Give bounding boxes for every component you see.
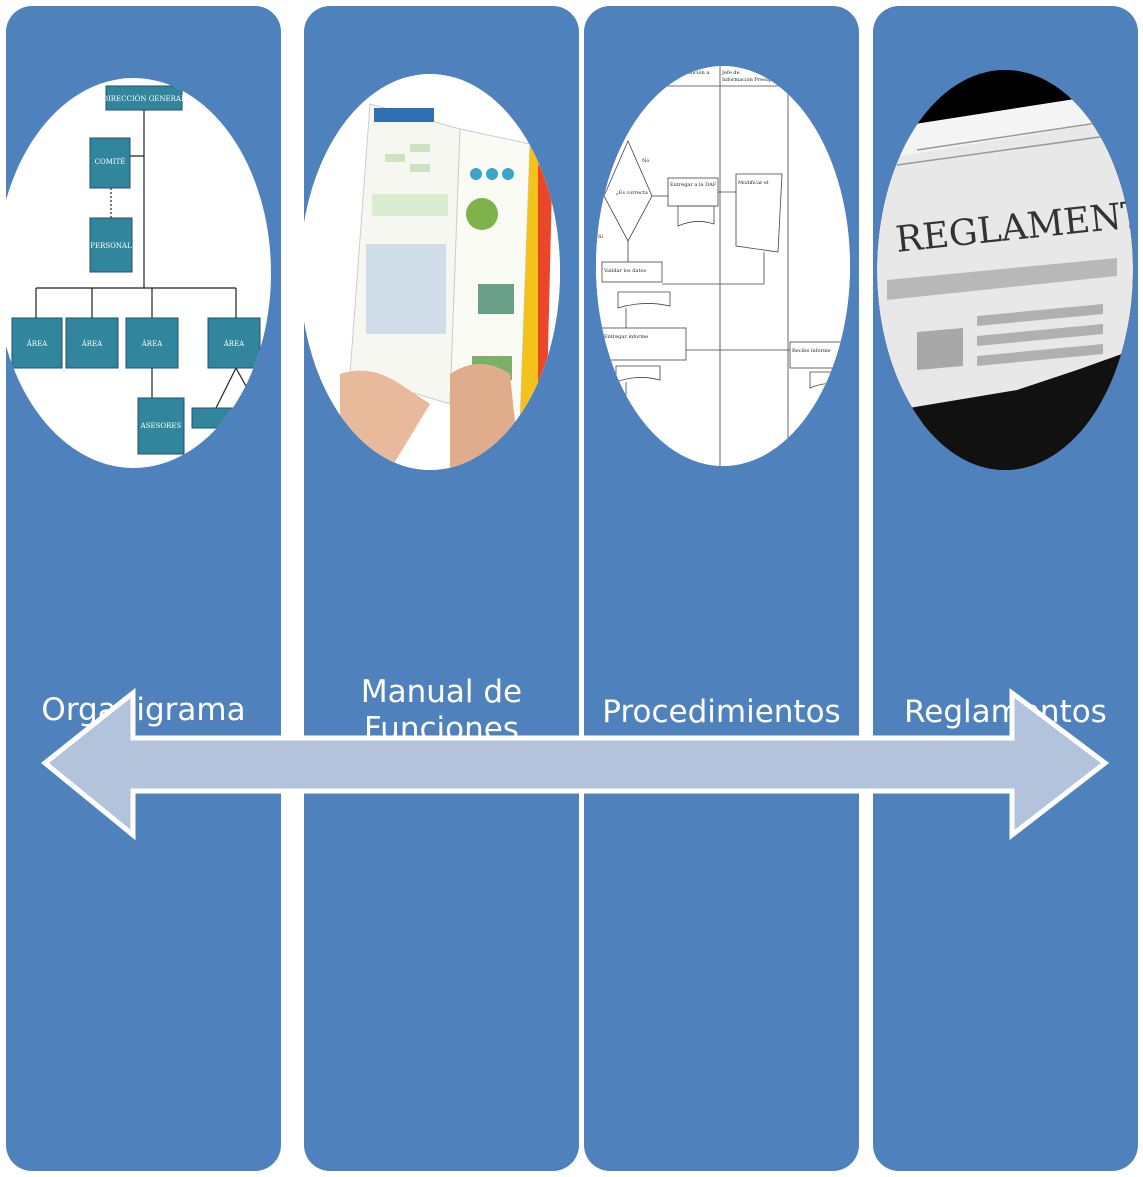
svg-text:Entregar a la DAF: Entregar a la DAF <box>670 182 717 188</box>
svg-text:ÁREA: ÁREA <box>81 339 103 348</box>
svg-text:¿Es correcta: ¿Es correcta <box>616 190 648 196</box>
flow-yes: Si <box>598 234 603 240</box>
flow-header-1: y Atención a <box>677 69 709 76</box>
column-reglamentos: REGLAMENTOS Reglamentos <box>873 6 1138 1171</box>
column-organigrama: DIRECCIÓN GENERAL COMITÉ PERSONAL ÁREA Á… <box>0 6 281 1171</box>
svg-text:Validar los datos: Validar los datos <box>603 268 646 274</box>
svg-text:ASESORES: ASESORES <box>140 422 182 430</box>
column-manual-de-funciones: Manual de Funciones <box>300 6 579 1171</box>
svg-text:ÁREA: ÁREA <box>26 339 48 348</box>
svg-text:ÁREA: ÁREA <box>141 339 163 348</box>
svg-text:COMITÉ: COMITÉ <box>95 157 126 166</box>
svg-text:Entregar informe: Entregar informe <box>604 334 648 340</box>
svg-text:Modificar el: Modificar el <box>738 180 769 186</box>
flow-header-2: Jefe de <box>721 70 740 76</box>
label-manual-de-funciones: Manual de Funciones <box>304 674 579 748</box>
label-procedimientos: Procedimientos <box>602 694 841 730</box>
org-chart-image: DIRECCIÓN GENERAL COMITÉ PERSONAL ÁREA Á… <box>0 78 271 468</box>
manual-booklet-image <box>300 74 560 470</box>
svg-text:PERSONAL: PERSONAL <box>90 242 132 250</box>
label-organigrama: Organigrama <box>41 692 246 728</box>
label-reglamentos: Reglamentos <box>904 694 1107 730</box>
svg-text:ÁREA: ÁREA <box>223 339 245 348</box>
flow-header-3: Información Presupuestal <box>722 76 788 83</box>
flowchart-image: y Atención a Jefe de Información Presupu… <box>596 66 850 466</box>
column-procedimientos: y Atención a Jefe de Información Presupu… <box>584 6 859 1171</box>
org-top-box: DIRECCIÓN GENERAL <box>102 94 186 103</box>
label-line-1: Manual de <box>360 674 523 710</box>
reglamentos-image: REGLAMENTOS <box>877 70 1133 470</box>
svg-text:Recibe informe: Recibe informe <box>792 348 831 354</box>
flow-no: No <box>642 158 649 164</box>
